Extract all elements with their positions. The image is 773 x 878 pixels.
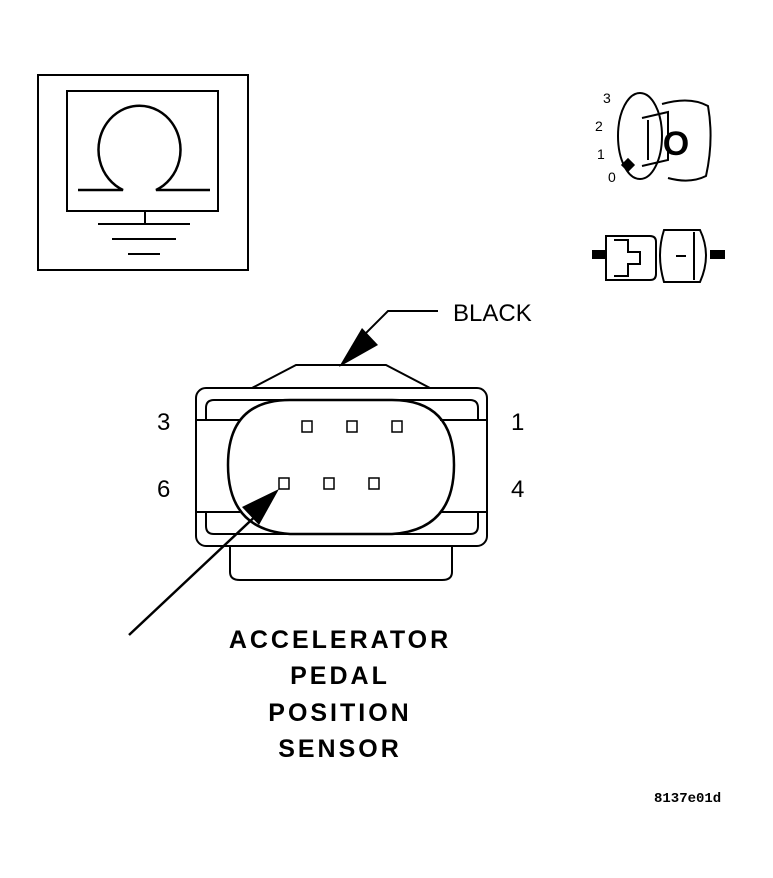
pin-cavity-6 bbox=[278, 477, 290, 490]
pin-label-top-right: 1 bbox=[511, 409, 524, 436]
connector-color-label: BLACK bbox=[453, 300, 532, 327]
pin-cavities bbox=[278, 420, 403, 490]
pin-cavity-4 bbox=[368, 477, 380, 490]
pin-cavity-2 bbox=[346, 420, 358, 433]
connector-color-callout: BLACK bbox=[339, 300, 532, 367]
ignition-position-3: 3 bbox=[603, 90, 611, 106]
pin-label-top-left: 3 bbox=[157, 409, 170, 436]
figure-id: 8137e01d bbox=[654, 791, 721, 807]
title-line-1: ACCELERATOR bbox=[229, 626, 451, 654]
pin-label-bottom-left: 6 bbox=[157, 476, 170, 503]
ohmmeter-ground-icon bbox=[37, 74, 249, 271]
ignition-position-0: 0 bbox=[608, 169, 616, 185]
probe-arrow bbox=[128, 489, 279, 636]
ignition-position-2: 2 bbox=[595, 118, 603, 134]
pin-cavity-5 bbox=[323, 477, 335, 490]
ignition-position-1: 1 bbox=[597, 146, 605, 162]
title-line-3: POSITION bbox=[268, 699, 411, 727]
connector-face bbox=[195, 364, 488, 581]
title-line-2: PEDAL bbox=[290, 662, 390, 690]
pin-cavity-3 bbox=[301, 420, 313, 433]
ignition-key-icon: 3 2 1 0 O bbox=[595, 90, 712, 185]
title-line-4: SENSOR bbox=[278, 735, 402, 763]
ignition-key-glyph: O bbox=[663, 125, 689, 163]
disconnected-connector-icon bbox=[592, 229, 725, 283]
pin-cavity-1 bbox=[391, 420, 403, 433]
pin-label-bottom-right: 4 bbox=[511, 476, 524, 503]
